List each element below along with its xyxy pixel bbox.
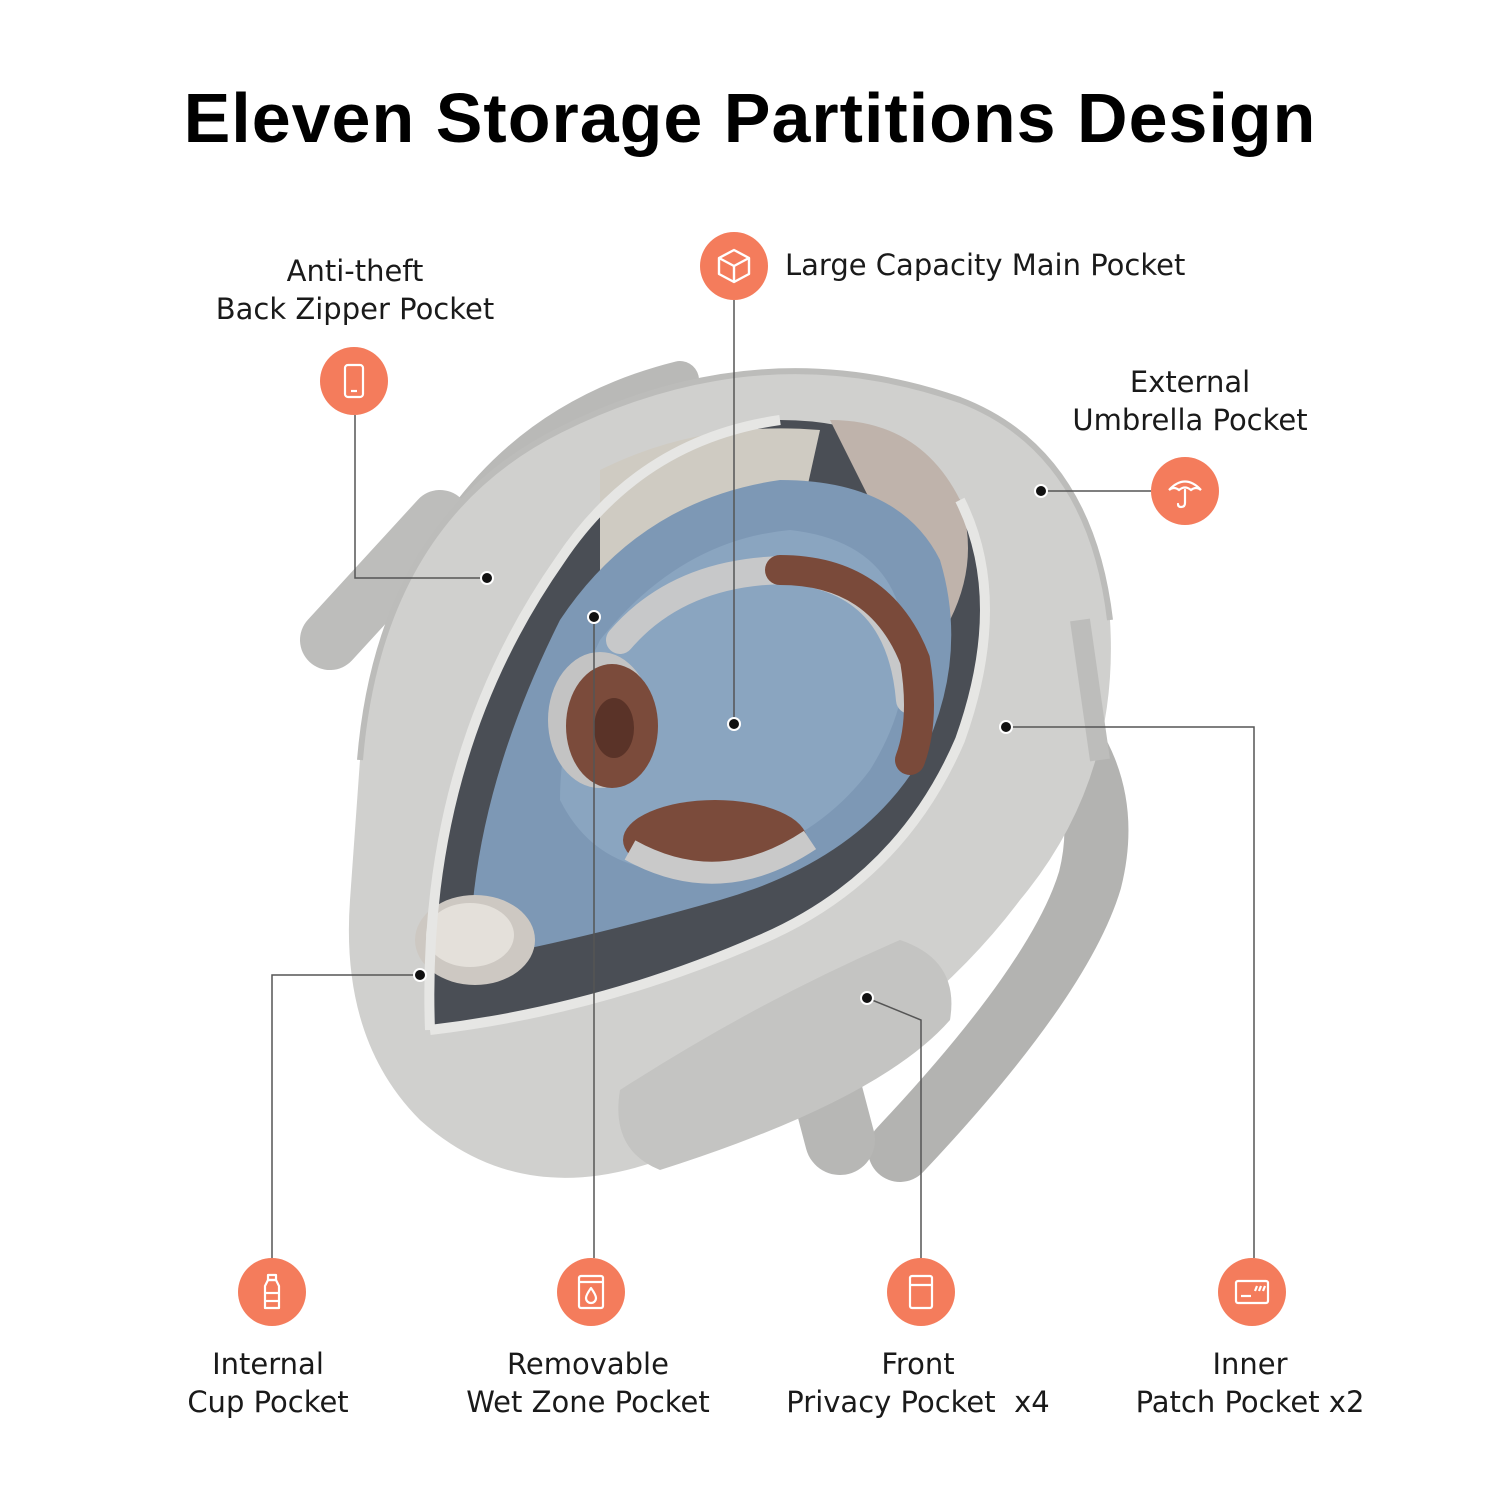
label-main-pocket: Large Capacity Main Pocket xyxy=(785,246,1185,284)
label-wet-zone-line2: Wet Zone Pocket xyxy=(466,1385,710,1419)
card-icon xyxy=(1218,1258,1286,1326)
box-icon xyxy=(700,232,768,300)
label-front-privacy-line2: Privacy Pocket x4 xyxy=(786,1385,1050,1419)
label-inner-patch: Inner Patch Pocket x2 xyxy=(1100,1345,1400,1421)
label-front-privacy: Front Privacy Pocket x4 xyxy=(768,1345,1068,1421)
umbrella-icon xyxy=(1151,457,1219,525)
pocket-icon xyxy=(887,1258,955,1326)
label-umbrella-line1: External xyxy=(1129,365,1251,399)
bottle-icon xyxy=(238,1258,306,1326)
label-inner-patch-line1: Inner xyxy=(1212,1347,1288,1381)
label-cup: Internal Cup Pocket xyxy=(118,1345,418,1421)
label-umbrella: External Umbrella Pocket xyxy=(1040,363,1340,439)
phone-icon xyxy=(320,347,388,415)
label-anti-theft-line1: Anti-theft xyxy=(286,254,424,288)
label-anti-theft: Anti-theft Back Zipper Pocket xyxy=(205,252,505,328)
label-cup-line2: Cup Pocket xyxy=(187,1385,349,1419)
label-cup-line1: Internal xyxy=(212,1347,324,1381)
label-umbrella-line2: Umbrella Pocket xyxy=(1072,403,1308,437)
label-front-privacy-line1: Front xyxy=(881,1347,955,1381)
wet-bag-icon xyxy=(557,1258,625,1326)
label-wet-zone-line1: Removable xyxy=(507,1347,669,1381)
label-inner-patch-line2: Patch Pocket x2 xyxy=(1135,1385,1365,1419)
label-wet-zone: Removable Wet Zone Pocket xyxy=(438,1345,738,1421)
label-main-pocket-line1: Large Capacity Main Pocket xyxy=(785,248,1186,282)
page-title: Eleven Storage Partitions Design xyxy=(183,79,1317,157)
label-anti-theft-line2: Back Zipper Pocket xyxy=(215,292,495,326)
